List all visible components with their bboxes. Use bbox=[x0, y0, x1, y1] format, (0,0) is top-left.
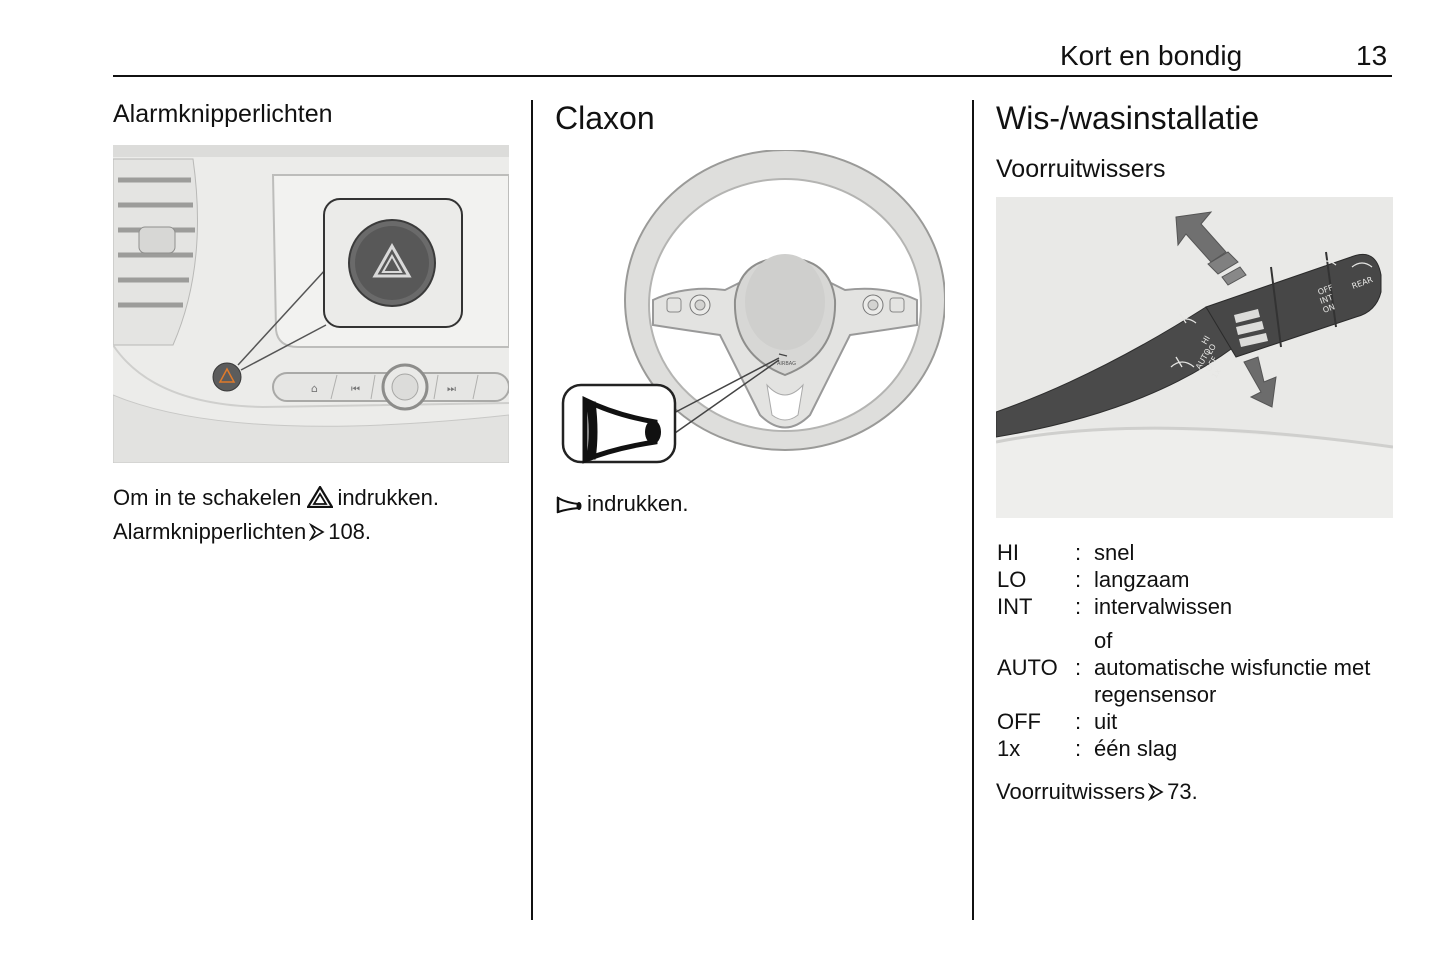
legend-colon: : bbox=[1075, 709, 1082, 734]
rear-label-on: ON bbox=[1322, 302, 1337, 315]
svg-text:⏭: ⏭ bbox=[447, 384, 456, 395]
horn-instruction: indrukken. bbox=[555, 487, 689, 524]
airbag-label: AIRBAG bbox=[777, 361, 796, 367]
section-title: Kort en bondig bbox=[1060, 40, 1243, 71]
legend-colon: : bbox=[1075, 540, 1082, 565]
windscreen-wipers-subheading: Voorruitwissers bbox=[996, 155, 1166, 183]
legend-colon: : bbox=[1075, 736, 1082, 761]
legend-key: HI bbox=[997, 540, 1019, 565]
svg-text:⌂: ⌂ bbox=[311, 382, 318, 395]
legend-key: OFF bbox=[997, 709, 1041, 734]
hazard-lights-heading: Alarmknipperlichten bbox=[113, 100, 333, 128]
legend-key: INT bbox=[997, 594, 1033, 619]
header-divider bbox=[113, 75, 1392, 77]
hazard-instruction: Om in te schakelen indrukken. bbox=[113, 481, 439, 518]
horn-heading: Claxon bbox=[555, 100, 655, 136]
reference-arrow-icon bbox=[309, 517, 325, 551]
wiper-reference-page[interactable]: 73. bbox=[1167, 779, 1198, 804]
legend-key: 1x bbox=[997, 736, 1021, 761]
rear-label-int: INT bbox=[1319, 293, 1335, 306]
legend-colon: : bbox=[1075, 594, 1082, 619]
legend-value: intervalwissen bbox=[1094, 594, 1233, 619]
column-divider-2 bbox=[972, 100, 974, 920]
column-divider-1 bbox=[531, 100, 533, 920]
reference-arrow-icon bbox=[1147, 777, 1164, 811]
wiper-heading: Wis-/wasinstallatie bbox=[996, 100, 1260, 136]
hazard-instruction-before: Om in te schakelen bbox=[113, 485, 302, 510]
page-number: 13 bbox=[1356, 40, 1388, 71]
legend-value: automatische wisfunctie met regensensor bbox=[1094, 655, 1371, 707]
hazard-reference-page[interactable]: 108. bbox=[328, 519, 372, 544]
legend-value: één slag bbox=[1094, 736, 1178, 761]
legend-colon: : bbox=[1075, 655, 1082, 680]
horn-instruction-text: indrukken. bbox=[587, 491, 689, 516]
svg-text:⏮: ⏮ bbox=[351, 384, 360, 395]
hazard-reference-text: Alarmknipperlichten bbox=[113, 519, 307, 544]
stalk-label-1x: 1x bbox=[1210, 367, 1223, 380]
legend-or-text: of bbox=[1094, 628, 1113, 653]
legend-value: langzaam bbox=[1094, 567, 1190, 592]
legend-key: LO bbox=[997, 567, 1027, 592]
horn-icon bbox=[555, 490, 583, 524]
wiper-stalk-figure: HI LO AUTO OFF 1x OFF INT ON REAR bbox=[996, 197, 1393, 518]
legend-colon: : bbox=[1075, 567, 1082, 592]
hazard-instruction-after: indrukken. bbox=[337, 485, 439, 510]
wiper-reference: Voorruitwissers 73. bbox=[996, 775, 1198, 811]
hazard-reference: Alarmknipperlichten 108. bbox=[113, 515, 371, 551]
stalk-label-hi: HI bbox=[1200, 334, 1212, 346]
hazard-triangle-icon bbox=[306, 484, 335, 518]
legend-key: AUTO bbox=[997, 655, 1058, 680]
hazard-button-figure: ⌂ ⏮ ⏭ bbox=[113, 145, 509, 463]
steering-wheel-figure: AIRBAG bbox=[555, 150, 945, 468]
legend-value: snel bbox=[1094, 540, 1135, 565]
legend-value: uit bbox=[1094, 709, 1118, 734]
wiper-reference-text: Voorruitwissers bbox=[996, 779, 1146, 804]
